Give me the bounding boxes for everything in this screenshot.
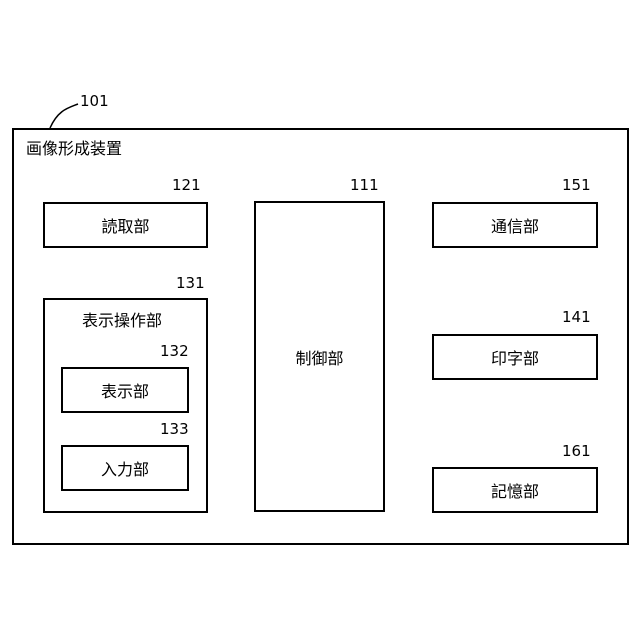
- display-box: 表示部: [61, 367, 189, 413]
- ref-151: 151: [562, 178, 591, 193]
- display-label: 表示部: [101, 378, 149, 402]
- input-label: 入力部: [101, 456, 149, 480]
- controller-box: 制御部: [254, 201, 385, 512]
- printing-box: 印字部: [432, 334, 598, 380]
- leader-101: [50, 104, 78, 128]
- ref-121: 121: [172, 178, 201, 193]
- storage-box: 記憶部: [432, 467, 598, 513]
- input-box: 入力部: [61, 445, 189, 491]
- ref-141: 141: [562, 310, 591, 325]
- storage-label: 記憶部: [491, 478, 539, 502]
- ref-161: 161: [562, 444, 591, 459]
- ref-132: 132: [160, 344, 189, 359]
- communication-label: 通信部: [491, 213, 539, 237]
- controller-label: 制御部: [295, 345, 343, 369]
- ref-133: 133: [160, 422, 189, 437]
- communication-box: 通信部: [432, 202, 598, 248]
- apparatus-label: 画像形成装置: [26, 141, 122, 157]
- ref-101: 101: [80, 94, 109, 109]
- printing-label: 印字部: [491, 345, 539, 369]
- reader-label: 読取部: [101, 213, 149, 237]
- reader-box: 読取部: [43, 202, 208, 248]
- display-operation-label: 表示操作部: [82, 313, 162, 329]
- ref-111: 111: [350, 178, 379, 193]
- ref-131: 131: [176, 276, 205, 291]
